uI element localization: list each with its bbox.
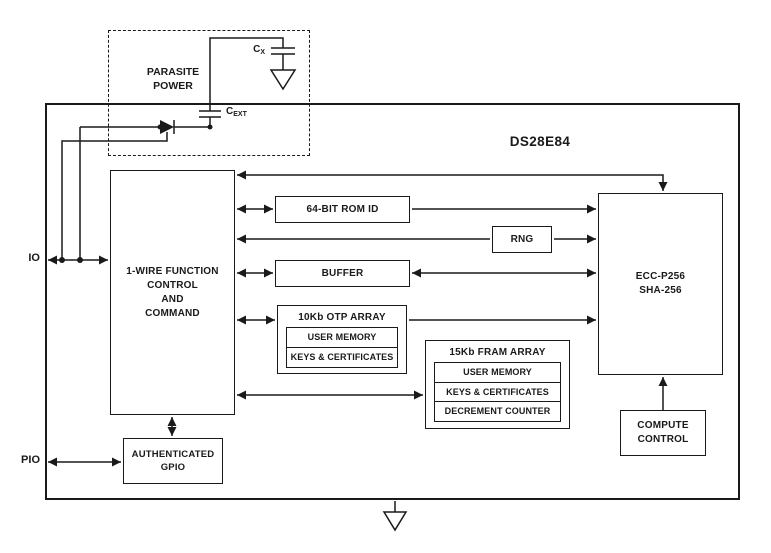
parasite-gate-wire bbox=[61, 132, 168, 260]
otp-array-rows: USER MEMORY KEYS & CERTIFICATES bbox=[286, 327, 398, 368]
parasite-power-label-line2: POWER bbox=[153, 79, 193, 92]
ecc-sha-block: ECC-P256 SHA-256 bbox=[598, 193, 723, 375]
authenticated-gpio-block: AUTHENTICATED GPIO bbox=[123, 438, 223, 484]
compute-line1: COMPUTE bbox=[637, 420, 689, 431]
cx-label: CX bbox=[253, 44, 265, 56]
buffer-label: BUFFER bbox=[321, 267, 364, 279]
gpio-line1: AUTHENTICATED bbox=[131, 448, 215, 460]
onewire-line4: COMMAND bbox=[145, 307, 200, 319]
rng-label: RNG bbox=[510, 233, 534, 245]
fram-array-title: 15Kb FRAM ARRAY bbox=[449, 347, 546, 358]
chip-boundary-box bbox=[45, 103, 740, 500]
buffer-block: BUFFER bbox=[275, 260, 410, 287]
otp-array-title: 10Kb OTP ARRAY bbox=[298, 312, 386, 323]
io-junction-dot-1 bbox=[59, 257, 65, 263]
ecc-line1: ECC-P256 bbox=[635, 271, 686, 282]
diode-icon bbox=[160, 120, 174, 134]
onewire-line1: 1-WIRE FUNCTION bbox=[126, 265, 219, 277]
pio-pin-label: PIO bbox=[21, 454, 40, 466]
fram-array-rows: USER MEMORY KEYS & CERTIFICATES DECREMEN… bbox=[434, 362, 561, 422]
otp-keys-certificates-row: KEYS & CERTIFICATES bbox=[286, 346, 398, 368]
gpio-line2: GPIO bbox=[160, 462, 186, 473]
cext-label: CEXT bbox=[226, 106, 247, 118]
parasite-power-box bbox=[108, 30, 310, 156]
rom-id-block: 64-BIT ROM ID bbox=[275, 196, 410, 223]
io-pin-label: IO bbox=[28, 252, 40, 264]
ecc-line2: SHA-256 bbox=[639, 285, 682, 296]
parasite-power-label: PARASITE POWER bbox=[118, 66, 228, 93]
fram-array-block: 15Kb FRAM ARRAY USER MEMORY KEYS & CERTI… bbox=[425, 340, 570, 429]
otp-array-block: 10Kb OTP ARRAY USER MEMORY KEYS & CERTIF… bbox=[277, 305, 407, 374]
compute-line2: CONTROL bbox=[637, 434, 689, 445]
chip-title: DS28E84 bbox=[509, 134, 571, 149]
cext-to-cx-wire bbox=[209, 37, 284, 111]
onewire-line3: AND bbox=[161, 293, 184, 305]
compute-control-block: COMPUTE CONTROL bbox=[620, 410, 706, 456]
io-junction-dot-2 bbox=[77, 257, 83, 263]
rng-block: RNG bbox=[492, 226, 552, 253]
onewire-line2: CONTROL bbox=[147, 279, 198, 291]
connector-onewire-to-ecc-top bbox=[237, 170, 668, 191]
onewire-function-block: 1-WIRE FUNCTION CONTROL AND COMMAND bbox=[110, 170, 235, 415]
diode-junction-dot bbox=[157, 124, 163, 130]
chip-ground-icon bbox=[382, 511, 408, 532]
fram-decrement-counter-row: DECREMENT COUNTER bbox=[434, 401, 561, 422]
cext-junction-dot bbox=[207, 124, 213, 130]
parasite-power-label-line1: PARASITE bbox=[146, 66, 200, 78]
parasite-ground-icon bbox=[269, 69, 297, 91]
rom-id-label: 64-BIT ROM ID bbox=[306, 203, 379, 215]
